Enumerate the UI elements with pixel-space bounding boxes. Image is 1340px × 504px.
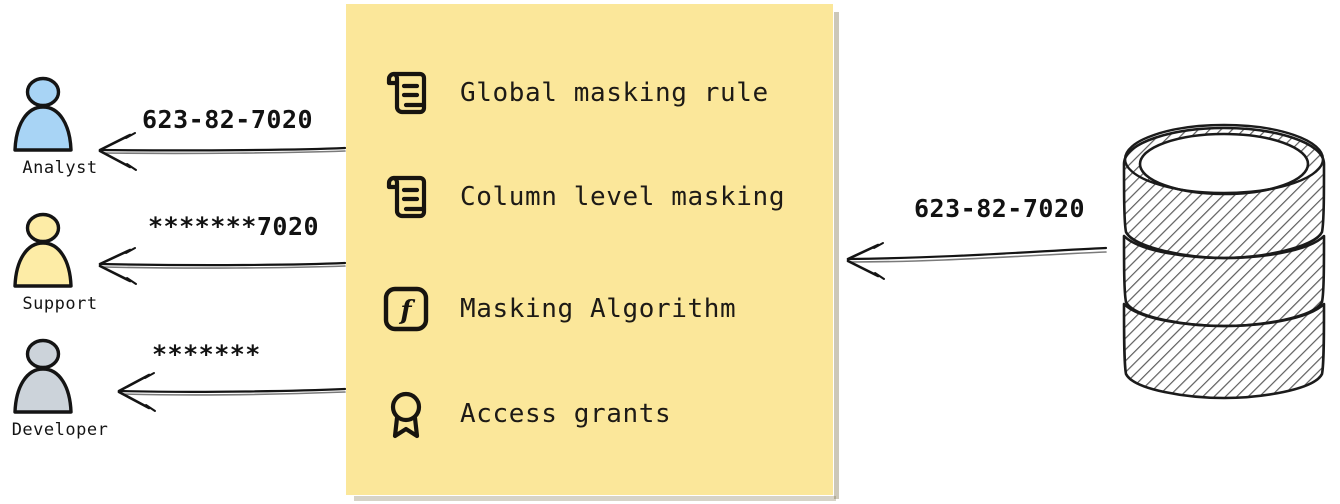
arrow-left-icon bbox=[98, 132, 347, 171]
actor-label: Developer bbox=[11, 420, 109, 440]
flow-value-database: 623-82-7020 bbox=[914, 194, 1086, 223]
policy-list: Global masking rule Column level mas bbox=[346, 4, 833, 495]
policy-item-global-masking-rule[interactable]: Global masking rule bbox=[378, 61, 769, 125]
user-icon bbox=[0, 212, 120, 296]
actor-analyst[interactable]: Analyst bbox=[0, 76, 120, 178]
arrow-left-icon bbox=[98, 247, 347, 285]
arrow-left-icon bbox=[117, 372, 347, 412]
actor-label: Support bbox=[22, 294, 98, 314]
scroll-icon bbox=[378, 169, 434, 225]
policy-item-access-grants[interactable]: Access grants bbox=[378, 382, 671, 446]
policy-item-label: Column level masking bbox=[460, 182, 786, 212]
user-icon bbox=[0, 338, 120, 422]
policy-item-label: Global masking rule bbox=[460, 78, 769, 108]
policy-item-label: Masking Algorithm bbox=[460, 294, 737, 324]
policy-item-column-level-masking[interactable]: Column level masking bbox=[378, 165, 785, 229]
policy-item-masking-algorithm[interactable]: f Masking Algorithm bbox=[378, 277, 736, 341]
award-icon bbox=[378, 386, 434, 442]
flow-value-developer: ******* bbox=[152, 340, 261, 369]
actor-developer[interactable]: Developer bbox=[0, 338, 120, 440]
policy-panel: Global masking rule Column level mas bbox=[346, 4, 839, 501]
actor-label: Analyst bbox=[22, 158, 98, 178]
svg-text:f: f bbox=[398, 296, 415, 326]
panel-shadow-bottom bbox=[354, 496, 836, 501]
user-icon bbox=[0, 76, 120, 160]
function-icon: f bbox=[378, 281, 434, 337]
actor-support[interactable]: Support bbox=[0, 212, 120, 314]
database-cylinder-icon[interactable] bbox=[1108, 106, 1340, 406]
arrow-left-icon bbox=[846, 242, 1108, 280]
flow-value-support: *******7020 bbox=[148, 212, 320, 241]
scroll-icon bbox=[378, 65, 434, 121]
panel-shadow-right bbox=[834, 12, 839, 499]
flow-value-analyst: 623-82-7020 bbox=[142, 105, 314, 134]
policy-item-label: Access grants bbox=[460, 399, 672, 429]
